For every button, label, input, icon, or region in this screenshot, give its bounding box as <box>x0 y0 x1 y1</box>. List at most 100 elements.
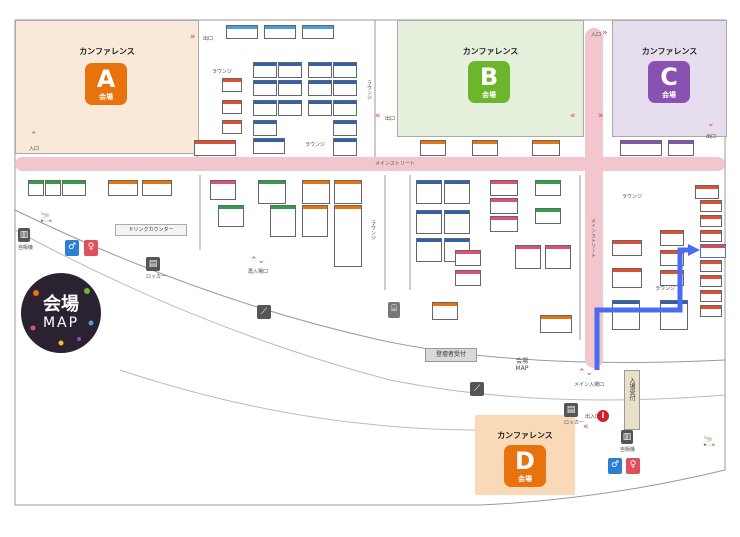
drink-counter: ドリンクカウンター <box>115 224 187 236</box>
logo-line2: MAP <box>42 315 80 331</box>
booth[interactable] <box>278 80 302 96</box>
booth[interactable] <box>490 216 518 232</box>
booth[interactable] <box>700 215 722 227</box>
booth[interactable] <box>444 210 470 234</box>
booth[interactable] <box>333 100 357 116</box>
booth[interactable] <box>62 180 86 196</box>
booth[interactable] <box>302 25 334 39</box>
booth[interactable] <box>253 100 277 116</box>
booth[interactable] <box>432 302 458 320</box>
booth[interactable] <box>490 180 518 196</box>
booth[interactable] <box>210 180 236 200</box>
booth[interactable] <box>333 80 357 96</box>
exit-entrance-label: 出入口 <box>585 414 601 420</box>
booth[interactable] <box>142 180 172 196</box>
exit-label: 出口 <box>706 134 717 140</box>
booth[interactable] <box>612 300 640 330</box>
booth[interactable] <box>218 205 244 227</box>
booth[interactable] <box>700 200 722 212</box>
booth-area-top <box>194 20 374 156</box>
booth[interactable] <box>334 205 362 267</box>
booth[interactable] <box>660 300 688 330</box>
entrance-label: 入口 <box>29 146 40 152</box>
booth[interactable] <box>490 198 518 214</box>
locker-icon: ▤ <box>146 257 160 271</box>
hall-c-badge: C 会場 <box>648 61 690 103</box>
booth[interactable] <box>222 100 242 114</box>
toilet-female-icon: ♀ <box>626 458 640 474</box>
booth[interactable] <box>253 62 277 78</box>
booth[interactable] <box>700 244 726 258</box>
booth[interactable] <box>253 120 277 136</box>
booth[interactable] <box>444 180 470 204</box>
booth[interactable] <box>334 180 362 204</box>
booth[interactable] <box>472 140 498 156</box>
booth[interactable] <box>108 180 138 196</box>
booth[interactable] <box>308 80 332 96</box>
booth[interactable] <box>308 62 332 78</box>
booth[interactable] <box>700 305 722 317</box>
toilet-female-icon: ♀ <box>84 240 98 256</box>
booth[interactable] <box>700 230 722 242</box>
booth[interactable] <box>612 240 642 256</box>
booth[interactable] <box>308 100 332 116</box>
exit-chevron-icon: » <box>598 111 604 121</box>
lounge-label: ラウンジ <box>305 142 326 148</box>
booth[interactable] <box>278 100 302 116</box>
smoking-icon: 🚬 <box>40 212 53 223</box>
booth[interactable] <box>540 315 572 333</box>
speaker-reception[interactable]: 登壇者受付 <box>425 348 477 362</box>
booth[interactable] <box>455 270 481 286</box>
entrance-reception[interactable]: 入場受付 <box>624 370 640 430</box>
booth[interactable] <box>416 210 442 234</box>
lounge-label: ラウンジ <box>622 194 643 200</box>
booth[interactable] <box>700 290 722 302</box>
booth[interactable] <box>695 185 719 199</box>
booth[interactable] <box>620 140 662 156</box>
booth[interactable] <box>668 140 694 156</box>
booth[interactable] <box>278 62 302 78</box>
hall-a[interactable]: カンファレンス A 会場 <box>15 20 199 154</box>
lounge-label: ラウンジ <box>370 220 376 240</box>
booth[interactable] <box>333 62 357 78</box>
locker-icon: ▤ <box>564 403 578 417</box>
booth[interactable] <box>515 245 541 269</box>
booth[interactable] <box>302 180 330 204</box>
booth[interactable] <box>416 238 442 262</box>
booth[interactable] <box>222 78 242 92</box>
booth[interactable] <box>194 140 236 156</box>
booth[interactable] <box>270 205 296 237</box>
booth[interactable] <box>660 230 684 246</box>
booth[interactable] <box>545 245 571 269</box>
booth[interactable] <box>226 25 258 39</box>
hall-d[interactable]: カンファレンス D 会場 <box>475 415 575 495</box>
vending-machine-icon: ▥ <box>18 228 30 242</box>
booth[interactable] <box>333 120 357 136</box>
booth[interactable] <box>535 208 561 224</box>
booth[interactable] <box>333 138 357 156</box>
lounge-label: ラウンジ <box>366 80 372 100</box>
booth[interactable] <box>420 140 446 156</box>
booth[interactable] <box>302 205 328 237</box>
booth[interactable] <box>45 180 61 196</box>
booth[interactable] <box>455 250 481 266</box>
booth[interactable] <box>253 80 277 96</box>
booth[interactable] <box>264 25 296 39</box>
booth[interactable] <box>700 260 722 272</box>
booth[interactable] <box>222 120 242 134</box>
booth[interactable] <box>532 140 560 156</box>
hall-c[interactable]: カンファレンス C 会場 <box>612 20 727 137</box>
hall-b[interactable]: カンファレンス B 会場 <box>397 20 584 137</box>
booth[interactable] <box>258 180 286 204</box>
booth[interactable] <box>253 138 285 154</box>
booth[interactable] <box>416 180 442 204</box>
booth[interactable] <box>28 180 44 196</box>
venue-map-sign: 会場 MAP <box>515 358 529 372</box>
booth[interactable] <box>612 268 642 288</box>
booth[interactable] <box>535 180 561 196</box>
exit-label: 出口 <box>385 116 396 122</box>
main-entrance-label: メイン入場口 <box>574 382 605 388</box>
hall-d-badge: D 会場 <box>504 445 546 487</box>
booth[interactable] <box>700 275 722 287</box>
